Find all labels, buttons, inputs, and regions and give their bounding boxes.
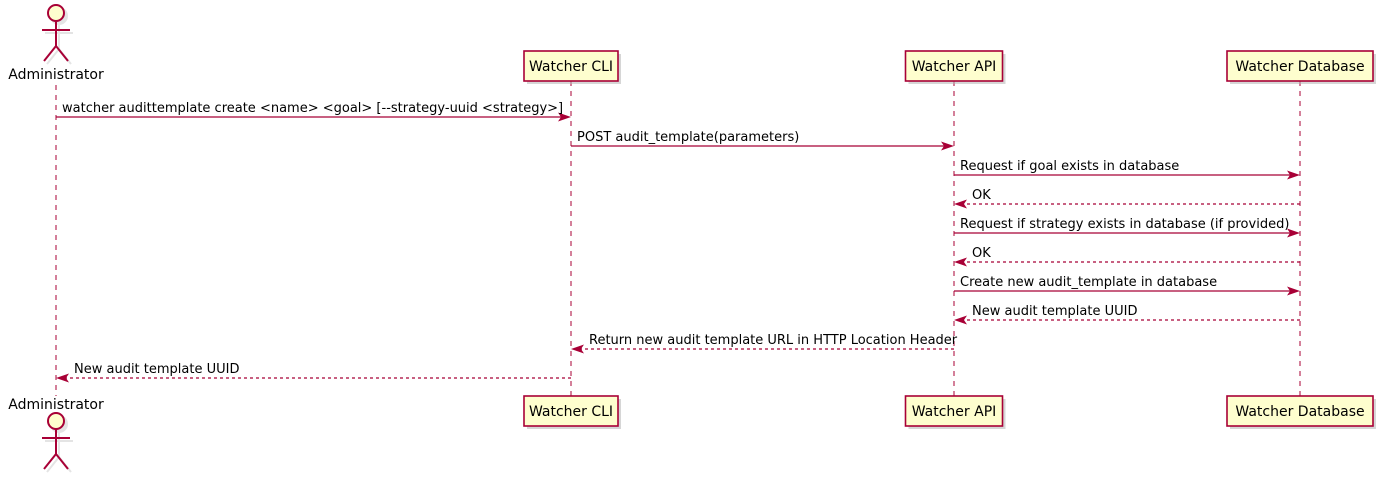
participant-box [904, 395, 1004, 427]
participant-watcher-db-top: Watcher Database [1226, 50, 1376, 84]
participant-label: Watcher API [912, 404, 997, 420]
message-label: Return new audit template URL in HTTP Lo… [589, 333, 958, 348]
actor-head [47, 4, 65, 22]
message-10: New audit template UUID [56, 362, 571, 383]
actor-label: Administrator [8, 67, 104, 83]
actor-administrator-bottom: Administrator [8, 397, 104, 473]
message-arrowhead [954, 199, 967, 209]
participant-label: Watcher Database [1235, 404, 1364, 420]
message-3: Request if goal exists in database [954, 159, 1300, 180]
actor-leg-left [43, 45, 57, 62]
message-9: Return new audit template URL in HTTP Lo… [571, 333, 958, 354]
lifelines-layer [55, 81, 1301, 396]
participant-label: Watcher CLI [529, 59, 613, 75]
message-arrowhead [1287, 170, 1300, 180]
message-arrowhead [954, 315, 967, 325]
message-4: OK [954, 188, 1300, 209]
message-label: POST audit_template(parameters) [577, 130, 799, 145]
message-arrowhead [571, 344, 584, 354]
actor-administrator-top: Administrator [8, 4, 104, 83]
message-label: watcher audittemplate create <name> <goa… [62, 101, 563, 116]
message-arrowhead [954, 257, 967, 267]
participant-box [523, 50, 619, 82]
actor-leg-right [55, 45, 69, 62]
message-arrowhead [941, 141, 954, 151]
participant-label: Watcher API [912, 59, 997, 75]
message-arrowhead [56, 373, 69, 383]
message-7: Create new audit_template in database [954, 275, 1300, 296]
participant-box [1226, 50, 1374, 82]
participant-label: Watcher CLI [529, 404, 613, 420]
message-label: Create new audit_template in database [960, 275, 1217, 290]
actor-label: Administrator [8, 397, 104, 413]
actor-leg-left [46, 48, 60, 65]
message-arrowhead [1287, 286, 1300, 296]
participant-watcher-cli-top: Watcher CLI [523, 50, 621, 84]
message-5: Request if strategy exists in database (… [954, 217, 1300, 238]
messages-layer: watcher audittemplate create <name> <goa… [56, 101, 1300, 383]
actor-leg-left [46, 456, 60, 473]
actor-leg-left [43, 453, 57, 470]
actor-head [47, 412, 65, 430]
participant-box [1226, 395, 1374, 427]
participant-box [523, 395, 619, 427]
participant-label: Watcher Database [1235, 59, 1364, 75]
actor-leg-right [55, 453, 69, 470]
message-label: Request if goal exists in database [960, 159, 1179, 174]
message-1: watcher audittemplate create <name> <goa… [56, 101, 571, 122]
message-label: New audit template UUID [972, 304, 1137, 319]
participant-watcher-api-bottom: Watcher API [904, 395, 1006, 429]
message-label: OK [972, 188, 991, 203]
message-arrowhead [558, 112, 571, 122]
message-8: New audit template UUID [954, 304, 1300, 325]
participant-watcher-cli-bottom: Watcher CLI [523, 395, 621, 429]
participant-box [904, 50, 1004, 82]
message-label: New audit template UUID [74, 362, 239, 377]
participant-watcher-api-top: Watcher API [904, 50, 1006, 84]
message-2: POST audit_template(parameters) [571, 130, 954, 151]
message-label: OK [972, 246, 991, 261]
message-6: OK [954, 246, 1300, 267]
participant-watcher-db-bottom: Watcher Database [1226, 395, 1376, 429]
message-label: Request if strategy exists in database (… [960, 217, 1289, 232]
message-arrowhead [1287, 228, 1300, 238]
